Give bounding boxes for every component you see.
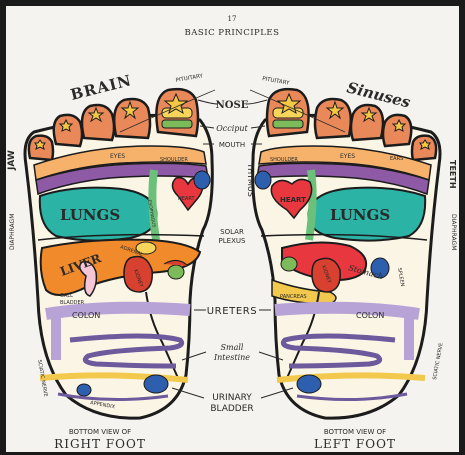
label-pituitary-right: PITUITARY bbox=[175, 73, 204, 84]
toe-2 bbox=[114, 99, 150, 138]
label-urinary-bladder-2: BLADDER bbox=[210, 404, 253, 414]
label-thymus: THYMUS bbox=[246, 162, 255, 197]
label-heart-right: HEART bbox=[178, 196, 195, 202]
appendix-icon bbox=[77, 384, 91, 396]
label-jaw: JAW bbox=[7, 150, 17, 171]
page-title: BASIC PRINCIPLES bbox=[185, 28, 280, 38]
green-blob bbox=[168, 265, 184, 279]
toe-3 bbox=[351, 105, 383, 140]
label-ears: EARS bbox=[390, 156, 403, 162]
label-sinuses: Sinuses bbox=[345, 78, 413, 111]
label-teeth: TEETH bbox=[448, 160, 457, 189]
label-nose: NOSE bbox=[216, 100, 249, 111]
label-sciatic-nerve-left: SCIATIC NERVE bbox=[432, 342, 444, 380]
label-shoulder-left: SHOULDER bbox=[270, 157, 298, 163]
caption-left-2: LEFT FOOT bbox=[314, 437, 396, 451]
label-colon-right: COLON bbox=[72, 311, 100, 320]
label-eyes-left: EYES bbox=[340, 153, 355, 160]
esophagus bbox=[152, 170, 156, 240]
caption-left-1: BOTTOM VIEW OF bbox=[324, 428, 386, 436]
right-foot bbox=[25, 89, 212, 418]
caption-right-1: BOTTOM VIEW OF bbox=[69, 428, 131, 436]
label-lungs-left: LUNGS bbox=[330, 206, 390, 224]
bladder-right bbox=[144, 375, 168, 393]
toe-2 bbox=[315, 99, 351, 138]
label-gall-bladder-2: BLADDER bbox=[60, 300, 85, 306]
label-diaphragm-right: DIAPHRAGM bbox=[9, 214, 16, 250]
label-heart-left: HEART bbox=[280, 196, 306, 204]
label-pituitary-left: PITUITARY bbox=[262, 76, 291, 87]
label-mouth: MOUTH bbox=[219, 141, 245, 149]
label-small-intestine-2: Intestine bbox=[213, 353, 250, 362]
bladder-left bbox=[297, 375, 321, 393]
label-colon-left: COLON bbox=[356, 311, 384, 320]
label-solar-plexus-1: SOLAR bbox=[220, 228, 244, 236]
label-pancreas: PANCREAS bbox=[280, 294, 307, 300]
label-urinary-bladder-1: URINARY bbox=[212, 393, 252, 403]
left-foot bbox=[253, 89, 440, 418]
caption-right-2: RIGHT FOOT bbox=[54, 437, 146, 451]
label-shoulder-right: SHOULDER bbox=[160, 157, 188, 163]
label-lungs-right: LUNGS bbox=[60, 206, 120, 224]
page-number: 17 bbox=[228, 15, 237, 23]
label-small-intestine-1: Small bbox=[221, 343, 244, 352]
label-occiput: Occiput bbox=[216, 124, 248, 133]
label-ureters: URETERS bbox=[207, 306, 258, 317]
left-colon bbox=[275, 308, 419, 314]
right-colon bbox=[46, 308, 190, 314]
thyroid-blob bbox=[194, 171, 210, 189]
label-diaphragm-left: DIAPHRAGM bbox=[450, 214, 457, 250]
toe-3 bbox=[82, 105, 114, 140]
label-gall-bladder-1: GALL bbox=[60, 293, 73, 299]
label-eyes-right: EYES bbox=[110, 153, 125, 160]
label-solar-plexus-2: PLEXUS bbox=[219, 237, 246, 245]
